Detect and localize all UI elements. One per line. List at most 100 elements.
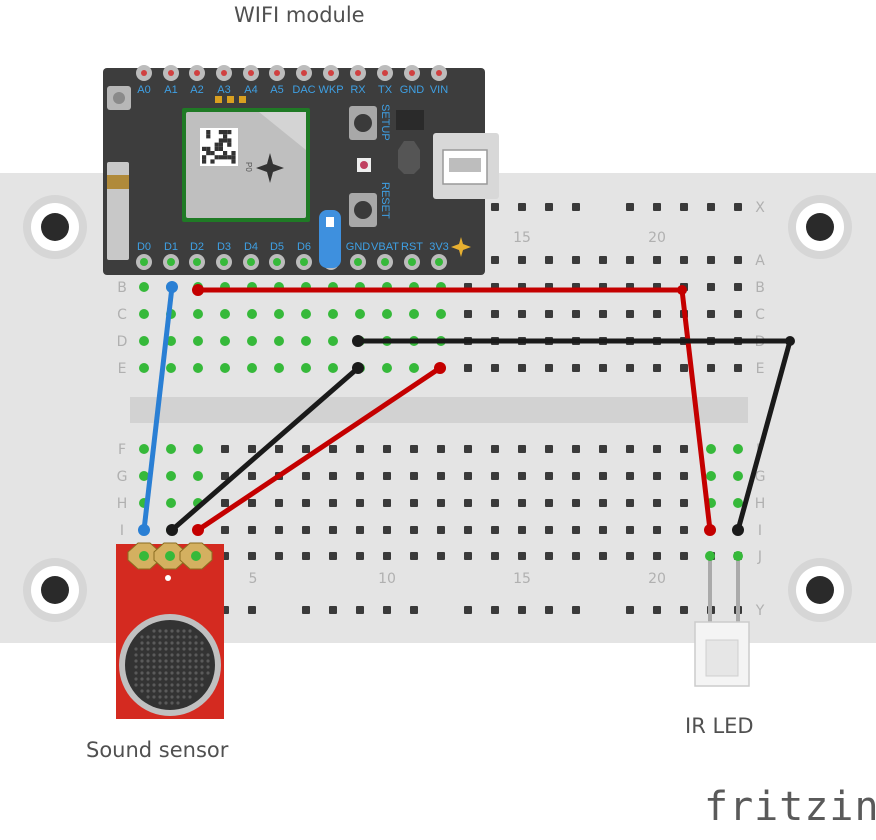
wire-red-3v3-to-sensor[interactable] bbox=[192, 362, 446, 536]
breadboard-hole bbox=[491, 472, 499, 480]
breadboard-hole bbox=[518, 552, 526, 560]
breadboard-hole bbox=[572, 552, 580, 560]
breadboard-hole bbox=[248, 472, 256, 480]
module-jumper bbox=[319, 210, 341, 268]
breadboard-hole bbox=[356, 499, 364, 507]
breadboard-hole bbox=[545, 526, 553, 534]
breadboard-hole bbox=[626, 526, 634, 534]
breadboard-hole bbox=[518, 472, 526, 480]
breadboard-hole bbox=[247, 309, 257, 319]
breadboard-hole bbox=[221, 472, 229, 480]
breadboard-hole bbox=[383, 552, 391, 560]
breadboard-hole bbox=[193, 309, 203, 319]
rail-hole bbox=[626, 203, 634, 211]
breadboard-hole bbox=[545, 445, 553, 453]
breadboard-hole bbox=[464, 526, 472, 534]
breadboard-hole bbox=[545, 364, 553, 372]
rail-hole bbox=[626, 606, 634, 614]
breadboard-hole bbox=[706, 471, 716, 481]
mount-hole-top-left bbox=[23, 195, 87, 259]
breadboard-hole bbox=[707, 364, 715, 372]
breadboard-hole bbox=[599, 445, 607, 453]
wifi-module-label: WIFI module bbox=[234, 3, 365, 27]
breadboard-hole bbox=[410, 526, 418, 534]
breadboard-hole bbox=[491, 445, 499, 453]
breadboard-hole bbox=[221, 445, 229, 453]
wire-blue-d1-to-sensor[interactable] bbox=[138, 281, 178, 536]
module-pin-label-bottom: D0 bbox=[137, 241, 151, 253]
wire-black-gnd-to-ir-led[interactable] bbox=[352, 335, 795, 536]
row-label-right: J bbox=[757, 549, 762, 565]
breadboard-hole bbox=[464, 445, 472, 453]
reset-label: RESET bbox=[379, 182, 391, 219]
breadboard-hole bbox=[518, 256, 526, 264]
row-label-right: G bbox=[755, 469, 766, 485]
breadboard-hole bbox=[734, 310, 742, 318]
breadboard-hole bbox=[653, 364, 661, 372]
breadboard-hole bbox=[707, 256, 715, 264]
row-label-right: C bbox=[755, 307, 765, 323]
module-chip-label: P0 bbox=[244, 162, 253, 172]
module-pin-label-top: RX bbox=[350, 84, 366, 96]
breadboard-hole bbox=[193, 444, 203, 454]
fritzing-logo: fritzing bbox=[704, 784, 876, 830]
module-pin-label-bottom: D5 bbox=[270, 241, 284, 253]
breadboard-hole bbox=[274, 363, 284, 373]
rail-hole bbox=[383, 606, 391, 614]
breadboard-hole bbox=[302, 499, 310, 507]
rail-hole bbox=[680, 203, 688, 211]
module-pin-label-bottom: GND bbox=[346, 241, 371, 253]
breadboard-hole bbox=[356, 472, 364, 480]
breadboard-hole bbox=[572, 472, 580, 480]
module-pin-label-top: A5 bbox=[270, 84, 283, 96]
row-label-left: C bbox=[117, 307, 127, 323]
rail-hole bbox=[329, 606, 337, 614]
breadboard-hole bbox=[328, 363, 338, 373]
breadboard-hole bbox=[491, 499, 499, 507]
module-pin-label-top: A1 bbox=[164, 84, 177, 96]
breadboard-hole bbox=[437, 552, 445, 560]
rail-hole bbox=[653, 203, 661, 211]
breadboard-hole bbox=[518, 364, 526, 372]
breadboard-hole bbox=[248, 552, 256, 560]
breadboard-hole bbox=[301, 309, 311, 319]
breadboard-hole bbox=[680, 256, 688, 264]
rail-hole bbox=[653, 606, 661, 614]
breadboard-hole bbox=[409, 363, 419, 373]
breadboard-hole bbox=[599, 256, 607, 264]
breadboard-hole bbox=[139, 363, 149, 373]
row-label-left: E bbox=[118, 361, 127, 377]
rail-hole bbox=[410, 606, 418, 614]
breadboard-hole bbox=[328, 309, 338, 319]
breadboard-hole bbox=[301, 336, 311, 346]
wire-red-d2-to-ir-led[interactable] bbox=[192, 284, 716, 536]
rail-hole bbox=[518, 606, 526, 614]
breadboard-hole bbox=[436, 309, 446, 319]
breadboard-hole bbox=[733, 471, 743, 481]
breadboard-hole bbox=[491, 364, 499, 372]
breadboard-hole bbox=[248, 526, 256, 534]
breadboard-hole bbox=[653, 472, 661, 480]
breadboard-hole bbox=[356, 445, 364, 453]
breadboard-hole bbox=[382, 363, 392, 373]
breadboard-hole bbox=[653, 445, 661, 453]
module-pin-label-top: A2 bbox=[190, 84, 203, 96]
breadboard-hole bbox=[193, 363, 203, 373]
breadboard-hole bbox=[518, 526, 526, 534]
rail-hole bbox=[572, 606, 580, 614]
breadboard-hole bbox=[733, 444, 743, 454]
breadboard-hole bbox=[599, 310, 607, 318]
breadboard-hole bbox=[599, 364, 607, 372]
module-pin-label-top: TX bbox=[378, 84, 393, 96]
row-label-right: B bbox=[755, 280, 765, 296]
breadboard-hole bbox=[275, 445, 283, 453]
breadboard-hole bbox=[518, 310, 526, 318]
sound-sensor[interactable] bbox=[116, 542, 224, 719]
mount-hole-bottom-left bbox=[23, 558, 87, 622]
row-label-left: I bbox=[120, 523, 124, 539]
row-label-right: H bbox=[755, 496, 766, 512]
ir-led[interactable] bbox=[694, 551, 750, 687]
wire-black-gnd-to-sensor[interactable] bbox=[166, 362, 364, 536]
breadboard-hole bbox=[491, 310, 499, 318]
